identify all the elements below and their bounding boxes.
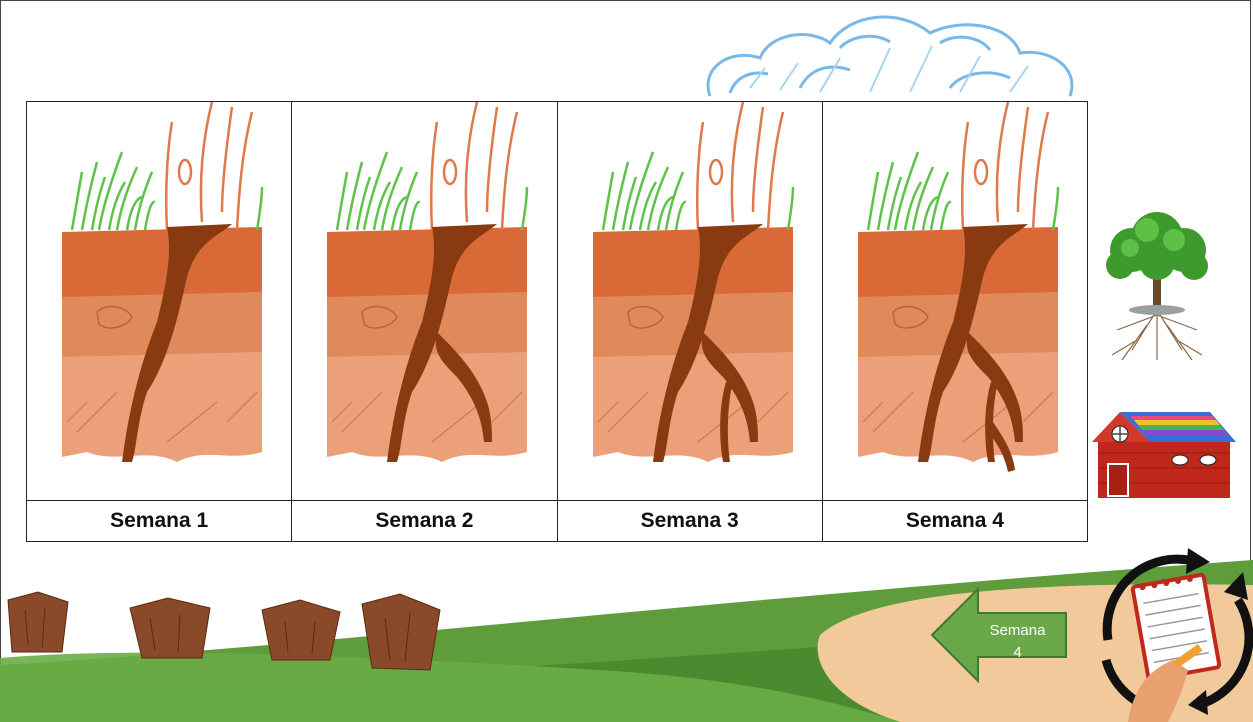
root-growth-panels: Semana 1 Semana 2 Semana 3 Semana 4 (26, 101, 1088, 542)
previous-week-button[interactable] (930, 585, 1070, 685)
week-panel-1: Semana 1 (27, 102, 292, 541)
week-label: Semana 3 (558, 501, 822, 541)
week-label: Semana 2 (292, 501, 556, 541)
root-week-1-image (27, 102, 291, 501)
notepad-cycle-icon[interactable] (1088, 540, 1253, 722)
barn-icon[interactable] (1090, 408, 1238, 500)
root-week-4-image (823, 102, 1087, 501)
tree-roots-icon[interactable] (1092, 210, 1222, 375)
cloud-icon (690, 8, 1090, 100)
root-week-2-image (292, 102, 556, 501)
week-panel-2: Semana 2 (292, 102, 557, 541)
week-label: Semana 1 (27, 501, 291, 541)
root-week-3-image (558, 102, 822, 501)
week-panel-4: Semana 4 (823, 102, 1087, 541)
week-panel-3: Semana 3 (558, 102, 823, 541)
week-label: Semana 4 (823, 501, 1087, 541)
